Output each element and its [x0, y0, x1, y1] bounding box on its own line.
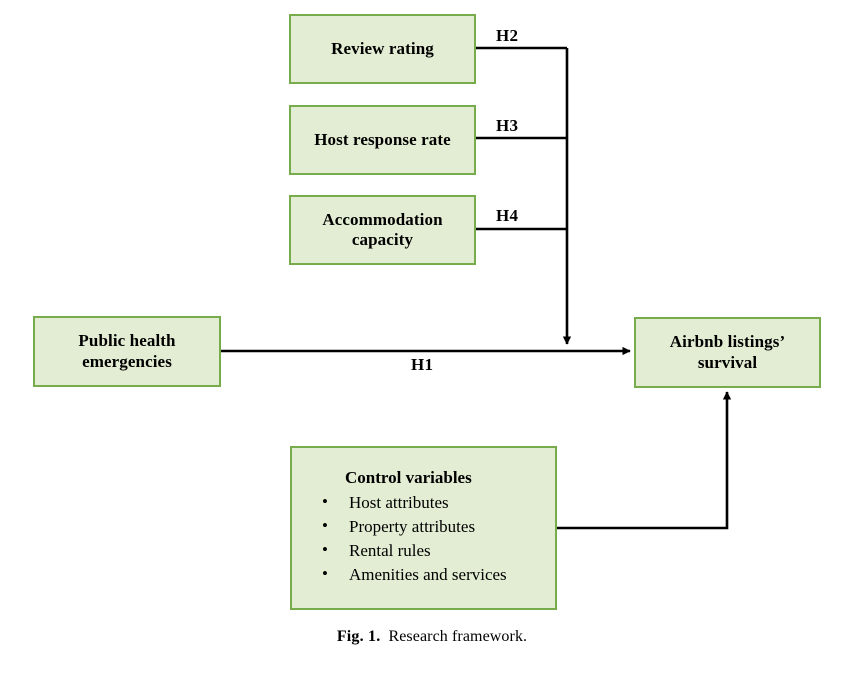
connector-control-variables [557, 391, 732, 530]
list-item: Host attributes [316, 490, 555, 515]
node-host-response-rate: Host response rate [289, 105, 476, 175]
hypothesis-label-h2: H2 [496, 26, 519, 45]
figure-caption-label: Fig. 1. [336, 628, 381, 645]
control-variables-content: Control variables Host attributes Proper… [292, 448, 555, 588]
list-item: Amenities and services [316, 562, 555, 587]
node-airbnb-listings-survival: Airbnb listings’ survival [634, 317, 821, 388]
node-accommodation-capacity: Accommodation capacity [289, 195, 476, 265]
figure-caption-text: Research framework. [388, 628, 528, 645]
control-variables-title: Control variables [345, 468, 472, 487]
control-variables-list: Host attributes Property attributes Rent… [292, 490, 555, 588]
node-review-rating: Review rating [289, 14, 476, 84]
node-public-health-emergencies-label: Public health emergencies [78, 331, 176, 371]
node-airbnb-listings-survival-label: Airbnb listings’ survival [669, 332, 786, 372]
hypothesis-label-h4: H4 [496, 206, 519, 225]
node-host-response-rate-label: Host response rate [314, 129, 451, 149]
hypothesis-label-h3: H3 [496, 116, 519, 135]
list-item: Property attributes [316, 514, 555, 539]
figure-caption: Fig. 1. Research framework. [0, 628, 864, 646]
node-public-health-emergencies: Public health emergencies [33, 316, 221, 387]
node-control-variables: Control variables Host attributes Proper… [290, 446, 557, 610]
hypothesis-label-h1: H1 [411, 355, 434, 374]
node-accommodation-capacity-label: Accommodation capacity [322, 209, 443, 249]
node-review-rating-label: Review rating [331, 38, 434, 58]
list-item: Rental rules [316, 538, 555, 563]
